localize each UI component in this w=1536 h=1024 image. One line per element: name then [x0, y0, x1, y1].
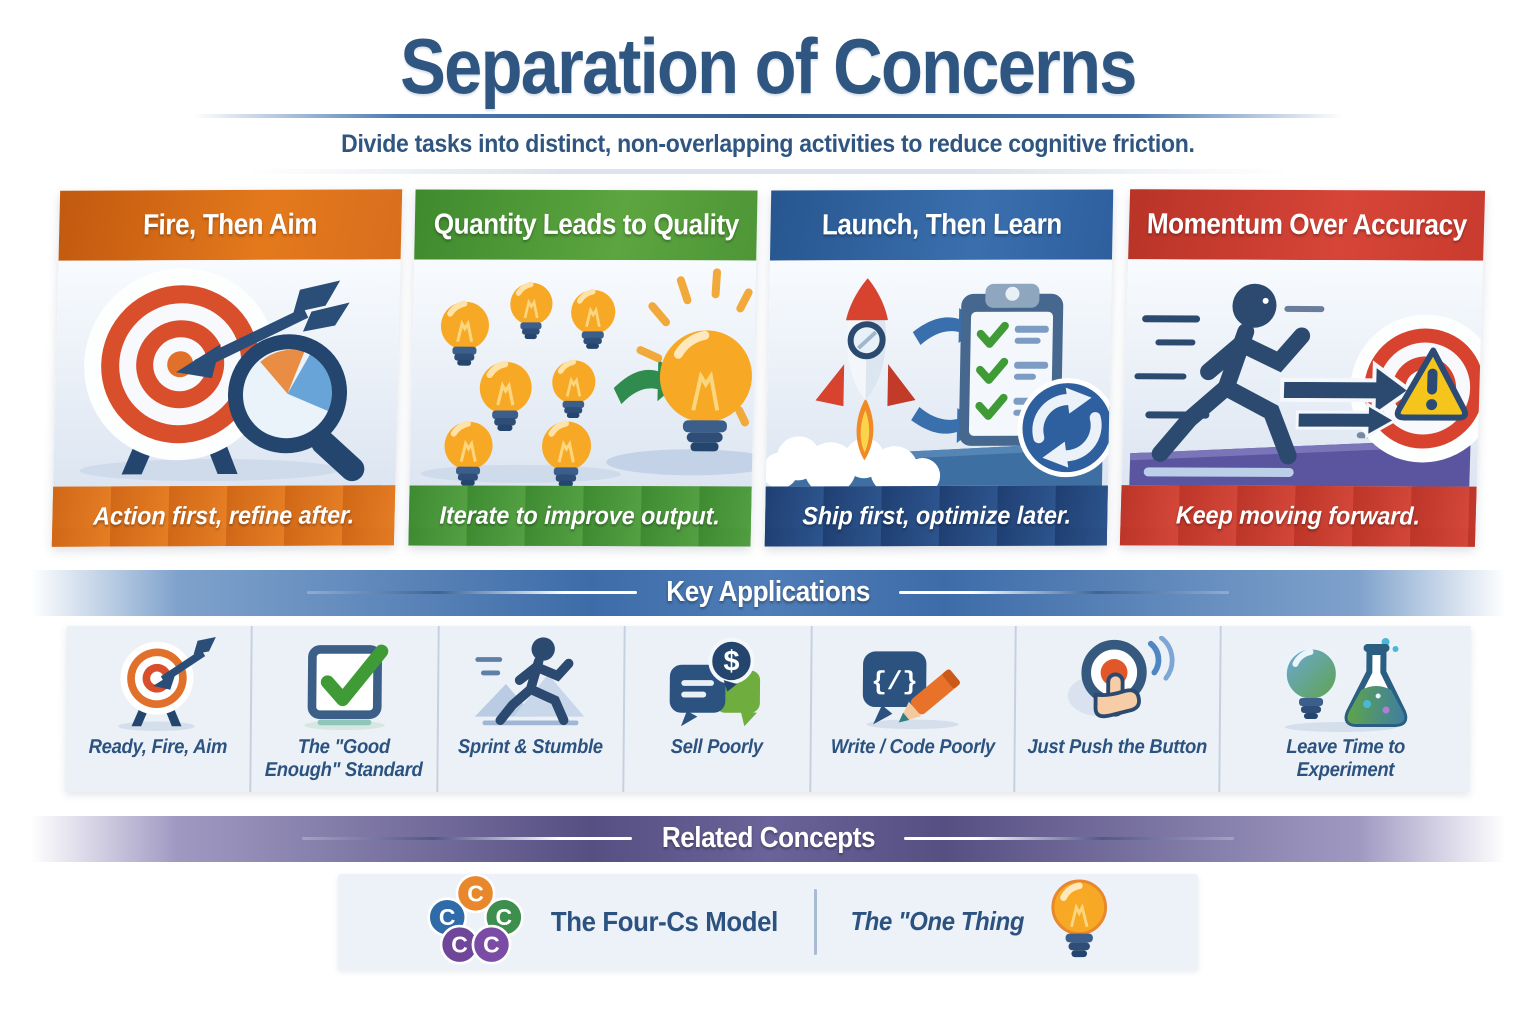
rocket-clipboard-cycle-icon — [766, 278, 1113, 487]
svg-text:{/}: {/} — [871, 667, 918, 697]
band-line — [306, 591, 637, 595]
lightbulbs-ideas-icon — [421, 268, 757, 486]
panel-header: Launch, Then Learn — [770, 189, 1114, 261]
band-line — [301, 837, 632, 841]
app-good-enough-standard: The "Good Enough" Standard — [251, 625, 440, 792]
subtitle-divider — [248, 168, 1288, 174]
panel-caption: Ship first, optimize later. — [765, 485, 1109, 547]
bulb-flask-icon — [1280, 634, 1411, 734]
page-subtitle: Divide tasks into distinct, non-overlapp… — [341, 129, 1195, 158]
svg-text:C: C — [483, 932, 500, 958]
checkbox-icon — [287, 634, 403, 734]
app-leave-time-to-experiment: Leave Time to Experiment — [1220, 626, 1470, 792]
runner-icon — [473, 634, 589, 734]
svg-text:C: C — [496, 905, 513, 931]
panel-title: Launch, Then Learn — [821, 208, 1063, 241]
lightbulb-icon — [1048, 878, 1110, 965]
panel-fire-then-aim: Fire, Then Aim — [51, 189, 403, 547]
concept-label: The Four-Cs Model — [550, 905, 778, 937]
panel-illustration — [53, 259, 401, 487]
svg-text:$: $ — [723, 645, 739, 677]
band-line — [904, 837, 1235, 841]
panel-illustration — [409, 259, 757, 487]
app-label: Ready, Fire, Aim — [88, 735, 228, 758]
panel-quantity-leads-to-quality: Quantity Leads to Quality — [408, 189, 758, 547]
app-label: The "Good Enough" Standard — [265, 735, 423, 781]
app-label: Sprint & Stumble — [458, 735, 604, 758]
header: Separation of Concerns Divide tasks into… — [0, 0, 1536, 174]
target-arrow-icon — [100, 634, 216, 734]
svg-text:C: C — [451, 932, 468, 958]
panel-header: Momentum Over Accuracy — [1127, 189, 1486, 261]
panel-caption: Action first, refine after. — [51, 485, 396, 547]
page-title: Separation of Concerns — [400, 22, 1137, 110]
panel-header: Quantity Leads to Quality — [414, 189, 758, 261]
related-concepts-band: Related Concepts — [30, 815, 1506, 862]
title-divider — [193, 113, 1343, 118]
panel-illustration — [1121, 259, 1484, 487]
panel-launch-then-learn: Launch, Then Learn — [765, 189, 1114, 547]
key-applications-heading: Key Applications — [666, 576, 870, 609]
band-line — [899, 591, 1230, 595]
concept-label: The "One Thing — [850, 906, 1024, 937]
app-write-code-poorly: {/} Write / Code Poorly — [810, 625, 1018, 792]
target-arrow-magnifier-icon — [79, 268, 365, 482]
panel-caption: Keep moving forward. — [1119, 485, 1477, 547]
concepts-divider — [813, 888, 817, 955]
four-cs-icon: C C C C C — [426, 873, 525, 970]
panel-momentum-over-accuracy: Momentum Over Accuracy — [1119, 189, 1486, 547]
key-applications-band: Key Applications — [30, 569, 1506, 616]
panel-header: Fire, Then Aim — [58, 189, 403, 261]
app-label: Leave Time to Experiment — [1285, 735, 1405, 781]
concept-one-thing: The "One Thing — [843, 878, 1110, 965]
app-ready-fire-aim: Ready, Fire, Aim — [65, 625, 254, 792]
app-label: Just Push the Button — [1027, 735, 1208, 758]
concept-four-cs-model: C C C C C The Four-Cs Model — [426, 873, 788, 970]
app-label: Write / Code Poorly — [830, 735, 995, 758]
push-button-icon — [1060, 634, 1176, 734]
app-sell-poorly: $ Sell Poorly — [624, 625, 813, 792]
app-label: Sell Poorly — [670, 735, 764, 758]
panel-title: Fire, Then Aim — [143, 208, 318, 241]
chat-dollar-icon: $ — [660, 634, 776, 734]
panel-caption: Iterate to improve output. — [408, 485, 753, 547]
related-concepts-heading: Related Concepts — [661, 822, 875, 855]
runner-target-warning-icon — [1128, 283, 1484, 487]
code-pencil-icon: {/} — [855, 634, 971, 734]
panel-title: Quantity Leads to Quality — [433, 207, 739, 241]
key-applications-row: Ready, Fire, Aim The "Good Enough" Stand… — [65, 625, 1471, 792]
svg-text:C: C — [467, 881, 484, 907]
principle-panels: Fire, Then Aim — [0, 189, 1536, 547]
panel-illustration — [766, 259, 1113, 487]
panel-title: Momentum Over Accuracy — [1146, 207, 1467, 242]
related-concepts-row: C C C C C The Four-Cs Model The "One Thi… — [338, 873, 1198, 970]
app-sprint-and-stumble: Sprint & Stumble — [438, 625, 626, 792]
app-just-push-the-button: Just Push the Button — [1015, 625, 1222, 792]
svg-text:C: C — [439, 905, 456, 931]
